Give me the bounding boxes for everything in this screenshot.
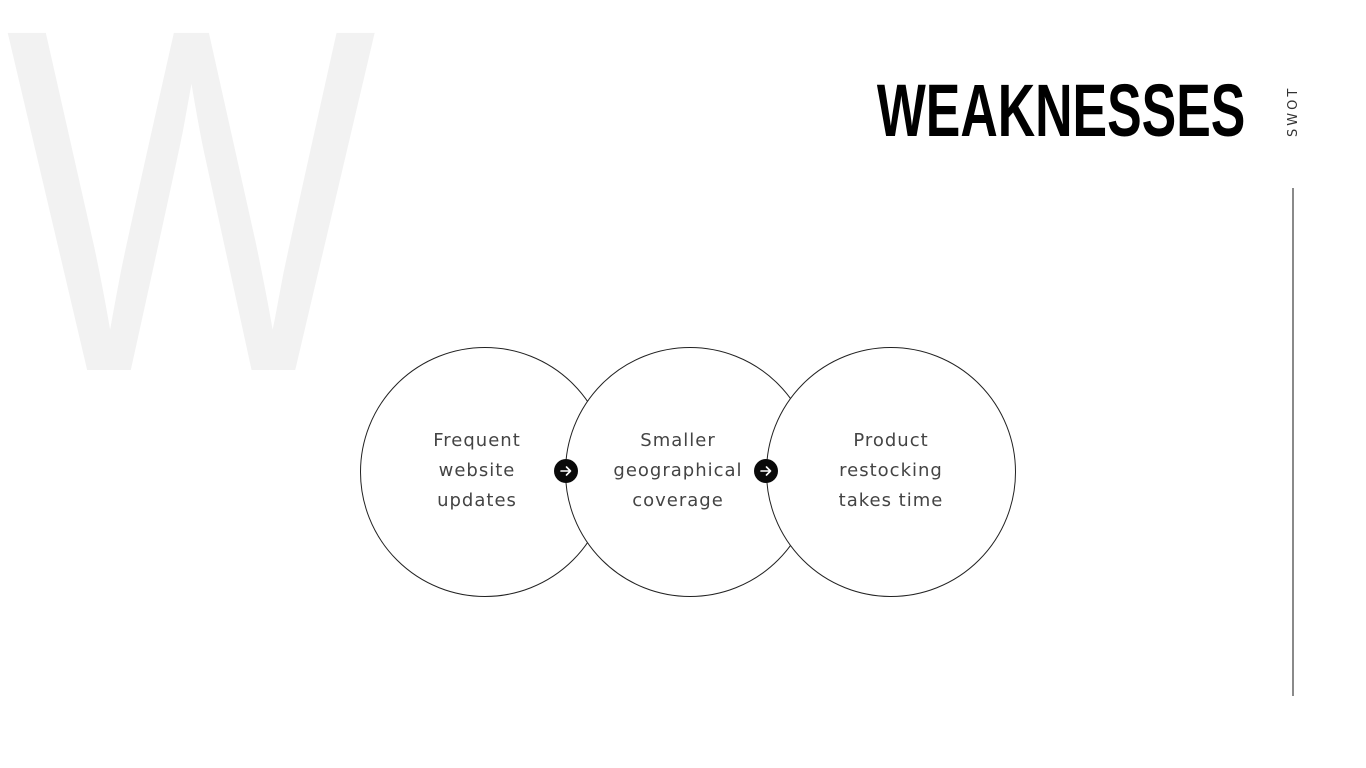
weakness-item-1-line-3: updates [437, 490, 517, 511]
weakness-item-3-line-3: takes time [838, 490, 944, 511]
weakness-item-3-text: Product restocking takes time [811, 426, 971, 516]
weakness-circle-3 [766, 347, 1016, 597]
vertical-divider [1292, 188, 1294, 696]
weakness-item-1-text: Frequent website updates [397, 426, 557, 516]
arrow-right-icon [754, 459, 778, 483]
weakness-item-3-line-2: restocking [839, 460, 943, 481]
weakness-item-2-line-3: coverage [632, 490, 724, 511]
slide-title: WEAKNESSES [876, 69, 1245, 152]
weakness-item-1-line-1: Frequent [433, 430, 521, 451]
weakness-item-2-line-2: geographical [613, 460, 743, 481]
arrow-right-icon [554, 459, 578, 483]
weakness-item-2-text: Smaller geographical coverage [598, 426, 758, 516]
weakness-item-1-line-2: website [438, 460, 516, 481]
weakness-item-3-line-1: Product [853, 430, 929, 451]
weakness-item-2-line-1: Smaller [640, 430, 716, 451]
